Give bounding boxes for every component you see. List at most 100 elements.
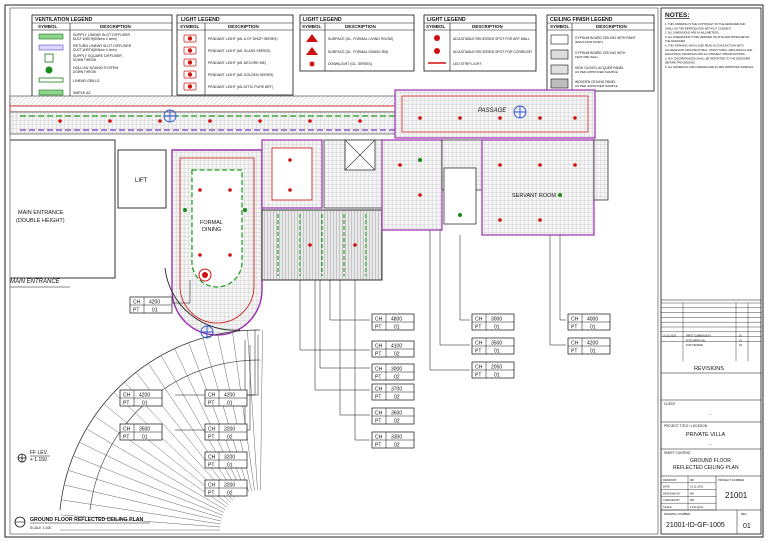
tag-ptv: 01: [590, 348, 596, 354]
sound-system-symbol: [45, 66, 53, 74]
dining-coffer: [191, 169, 243, 288]
tag-pt: PT: [133, 307, 139, 313]
tag-ch: CH: [375, 316, 383, 322]
linear-grille-symbol: [38, 77, 64, 83]
gypsum-feature-swatch: [550, 49, 569, 60]
sheet-content-line-1: GROUND FLOOR: [690, 458, 731, 464]
note-line: 6. ALL MATERIALS AND FINISHES ARE AS PER…: [665, 65, 754, 69]
pendant-light-symbols: [183, 34, 197, 91]
note-line: 5. ANY DISCREPANCIES SHALL BE REPORTED T…: [665, 56, 750, 60]
drawing-title: GROUND FLOOR REFLECTED CEILING PLAN: [30, 517, 144, 523]
passage-strip-light: [401, 95, 589, 133]
note-line: 4. THIS DRAWING SHOULD BE READ IN CONJUN…: [665, 44, 744, 48]
drawing-scale: SCALE 1:100: [30, 526, 51, 530]
light-legend-3-row-2: ADJUSTABLE RECESSED SPOT FOR CORRIDOR: [453, 50, 532, 54]
return-slot-diffuser-symbol: [38, 44, 64, 51]
tag-ptv: 02: [394, 351, 400, 357]
light-legend-1-symbol-header: SYMBOL: [180, 24, 200, 29]
tag-pt: PT: [475, 348, 481, 354]
tag-chv: 4200: [149, 299, 160, 305]
project-sub: _: [708, 440, 712, 445]
light-legend-3-title: LIGHT LEGEND: [427, 17, 466, 23]
tag-ptv: 01: [142, 400, 148, 406]
ceiling-legend-title: CEILING FINISH LEGEND: [550, 17, 613, 23]
revision-cell: FOR TENDER: [686, 343, 703, 347]
lacquer-panel-swatch: [550, 64, 569, 75]
tag-ch: CH: [123, 392, 131, 398]
light-legend-1-row-5: PENDANT LIGHT (ML ATTIC PURE ART): [208, 85, 273, 89]
note-line: ALL RELEVANT ARCHITECTURAL, STRUCTURAL, …: [665, 48, 752, 52]
formal-dining-label-2: DINING: [202, 227, 221, 233]
tag-ptv: 02: [227, 490, 233, 496]
ventilation-legend-row-5: LINEAR GRILLE: [73, 79, 100, 83]
note-line: SHALL NOT BE REPRODUCED WITHOUT CONSENT.: [665, 26, 732, 30]
tag-chv: 3500: [491, 340, 502, 346]
light-legend-3: LIGHT LEGEND SYMBOL DESCRIPTION ADJUSTAB…: [423, 14, 537, 72]
tag-chv: 4100: [391, 343, 402, 349]
tag-ptv: 01: [227, 400, 233, 406]
drawing-title-footer: GROUND FLOOR REFLECTED CEILING PLAN SCAL…: [14, 516, 150, 530]
tag-chv: 3600: [391, 410, 402, 416]
revision-cell: FIRST SUBMISSION: [686, 334, 711, 338]
tag-chv: 3000: [491, 316, 502, 322]
north-wall-band: [9, 95, 406, 107]
tag-chv: 3200: [224, 482, 235, 488]
tag-ptv: 01: [394, 324, 400, 330]
tag-pt: PT: [375, 394, 381, 400]
tag-chv: 4200: [139, 392, 150, 398]
project-label: PROJECT TITLE / LOCATION: [664, 424, 708, 428]
main-entrance-walls: [10, 139, 116, 279]
light-legend-2-desc-header: DESCRIPTION: [345, 24, 376, 29]
main-entrance-double-height-label: (DOUBLE HEIGHT): [16, 218, 65, 224]
tag-chv: 3700: [391, 386, 402, 392]
ceiling-finish-legend: CEILING FINISH LEGEND SYMBOL DESCRIPTION…: [546, 14, 655, 92]
client-label: CLIENT: [664, 402, 675, 406]
lift-shaft: [117, 149, 167, 209]
meta-value: MM: [690, 498, 694, 502]
gypsum-paint-swatch: [550, 34, 569, 45]
light-legend-2-symbol-header: SYMBOL: [302, 24, 322, 29]
light-legend-2-row-2: SURFACE (DL. FORMAL DINING RM): [328, 50, 388, 54]
tag-pt: PT: [375, 351, 381, 357]
dining-curved-wall: [164, 267, 241, 331]
meta-key: SCALE: [663, 505, 672, 509]
light-legend-1-title: LIGHT LEGEND: [181, 17, 220, 23]
light-legend-2: LIGHT LEGEND SYMBOL DESCRIPTION SURFACE …: [299, 14, 415, 72]
tag-pt: PT: [208, 434, 214, 440]
east-bay-ceiling: [593, 139, 609, 201]
project-value: PRIVATE VILLA: [686, 432, 726, 438]
revision-cell: 01-11-2019: [663, 334, 677, 338]
passage-ceiling: [394, 89, 596, 139]
ventilation-legend-row-4: HOLLOW SOUND SYSTEM: [73, 66, 118, 70]
tag-pt: PT: [571, 348, 577, 354]
meta-value: 01-11-2019: [690, 485, 704, 489]
notes-title: NOTES:: [665, 12, 690, 19]
drawing-number-label: DRAWING NUMBER: [664, 512, 690, 516]
passage-label: PASSAGE: [478, 108, 507, 114]
ffl-value: + 1.150: [30, 457, 47, 463]
sheet-content-line-2: REFLECTED CEILING PLAN: [673, 465, 739, 471]
meta-value: 1:100 @ A1: [690, 505, 704, 509]
ceiling-legend-row-1-detail: (EMULSION PAINT): [575, 40, 603, 44]
level-marker: FF LEV. + 1.150: [17, 450, 50, 463]
light-legend-2-title: LIGHT LEGEND: [303, 17, 342, 23]
tag-pt: PT: [475, 372, 481, 378]
light-legend-1-desc-header: DESCRIPTION: [228, 24, 259, 29]
light-legend-1: LIGHT LEGEND SYMBOL DESCRIPTION PENDANT …: [176, 14, 294, 96]
ceiling-light-fixtures: [58, 116, 577, 257]
note-line: 3. ALL DIMENSIONS TO BE VERIFIED ON SITE…: [665, 35, 750, 39]
meta-key: DESIGNED BY: [663, 491, 681, 495]
tag-ptv: 01: [227, 462, 233, 468]
tag-ptv: 02: [394, 374, 400, 380]
lift-label: LIFT: [135, 178, 148, 184]
sound-system-speakers: [183, 158, 562, 217]
